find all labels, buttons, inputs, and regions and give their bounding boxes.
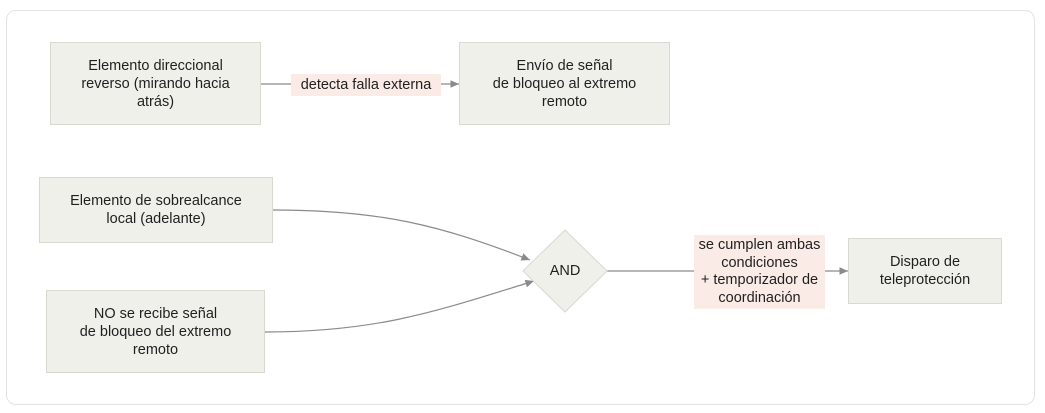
edge-overreach-to-and bbox=[272, 209, 531, 261]
node-send-block-signal: Envío de señal de bloqueo al extremo rem… bbox=[459, 42, 670, 125]
node-teleprotection-trip-label: Disparo de teleprotección bbox=[879, 254, 971, 288]
node-reverse-element: Elemento direccional reverso (mirando ha… bbox=[50, 42, 261, 125]
node-no-block-received: NO se recibe señal de bloqueo del extrem… bbox=[46, 290, 265, 373]
edge-label-conditions-text: se cumplen ambas condiciones + temporiza… bbox=[698, 237, 821, 306]
node-no-block-received-label: NO se recibe señal de bloqueo del extrem… bbox=[79, 305, 232, 358]
node-local-overreach-label: Elemento de sobrealcance local (adelante… bbox=[70, 193, 242, 227]
edge-noblock-to-and bbox=[264, 279, 535, 333]
edge-label-conditions: se cumplen ambas condiciones + temporiza… bbox=[694, 235, 825, 309]
and-gate-label: AND bbox=[549, 263, 581, 279]
and-gate-diamond bbox=[522, 229, 608, 313]
node-reverse-element-label: Elemento direccional reverso (mirando ha… bbox=[81, 57, 230, 110]
edge-label-detects-text: detecta falla externa bbox=[300, 77, 432, 93]
edge-label-detects: detecta falla externa bbox=[291, 74, 441, 96]
node-send-block-signal-label: Envío de señal de bloqueo al extremo rem… bbox=[492, 57, 637, 110]
node-local-overreach: Elemento de sobrealcance local (adelante… bbox=[39, 177, 273, 243]
node-teleprotection-trip: Disparo de teleprotección bbox=[848, 238, 1002, 304]
